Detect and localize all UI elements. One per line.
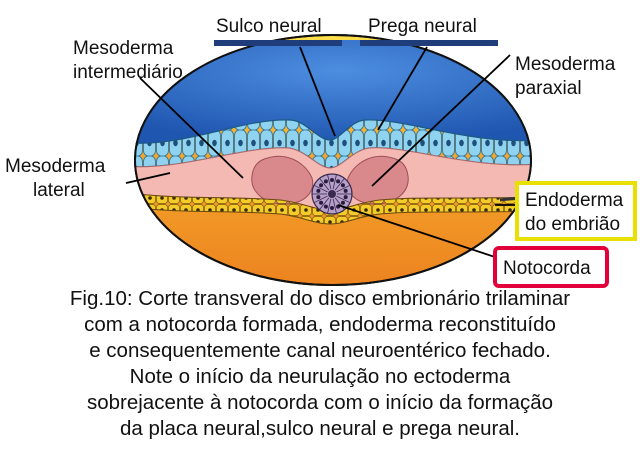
notochord-cell-wall [313, 195, 328, 204]
leader-lines [125, 46, 517, 263]
notochord-cell-wall [332, 174, 337, 190]
notochord-cell-nucleus [340, 200, 345, 205]
figure-caption: Fig.10: Corte transveral do disco embrio… [0, 286, 640, 442]
notochord-cell-nucleus [330, 178, 334, 182]
label-endoderma-1: Endoderma [525, 190, 624, 211]
label-endoderma-2: do embrião [525, 214, 620, 235]
notocorda-box [493, 246, 609, 288]
endoderm-layer [135, 191, 531, 225]
notochord-cell-wall [336, 195, 351, 204]
notochord-cell-nucleus [323, 204, 328, 209]
label-sulco-neural: Sulco neural [216, 16, 322, 37]
label-mesoderma-paraxial-2: paraxial [515, 78, 582, 99]
notochord-cell-wall [319, 178, 330, 191]
notochord-cell-nucleus [319, 183, 324, 188]
label-prega-neural: Prega neural [368, 16, 477, 37]
notochord-cell-wall [313, 184, 328, 193]
notochord-cell-nucleus [340, 183, 345, 188]
notochord-cell-nucleus [330, 206, 334, 210]
notochord-cell-nucleus [343, 188, 348, 193]
notochord-cell-nucleus [336, 179, 341, 184]
label-mesoderma-lateral-1: Mesoderma [5, 156, 106, 177]
caption-line-6: da placa neural,sulco neural e prega neu… [119, 417, 521, 440]
notochord-cell-wall [319, 197, 330, 210]
caption-line-5: sobrejacente à notocorda com o início da… [86, 391, 554, 414]
notochord-cell-wall [327, 174, 332, 190]
notochord-cell-wall [334, 178, 345, 191]
caption-line-3: e consequentemente canal neuroentérico f… [89, 339, 551, 362]
notochord-cell-nucleus [316, 195, 321, 200]
caption-line-1: Fig.10: Corte transveral do disco embrio… [69, 287, 571, 310]
notochord-core [328, 190, 336, 198]
label-mesoderma-paraxial-1: Mesoderma [515, 54, 616, 75]
notochord-cell-nucleus [343, 195, 348, 200]
caption-line-2: com a notocorda formada, endoderma recon… [84, 313, 556, 336]
notochord-cell-wall [327, 198, 332, 214]
notochord-cell-wall [332, 198, 337, 214]
caption-line-4: Note o início da neurulação no ectoderma [129, 365, 511, 388]
notochord [311, 173, 353, 215]
endoderma-box [515, 181, 637, 241]
label-mesoderma-intermediario-2: intermediário [73, 62, 183, 83]
label-notocorda: Notocorda [503, 258, 591, 279]
label-mesoderma-lateral-2: lateral [33, 180, 85, 201]
amniotic-cavity [135, 40, 531, 144]
notochord-cell-nucleus [319, 200, 324, 205]
sulco-neural-underline [214, 40, 342, 46]
notochord-cell-nucleus [323, 179, 328, 184]
prega-neural-underline [360, 40, 498, 46]
label-mesoderma-intermediario-1: Mesoderma [73, 38, 174, 59]
notochord-cell-wall [334, 197, 345, 210]
notochord-cell-nucleus [316, 188, 321, 193]
notochord-cell-wall [336, 184, 351, 193]
disc-oval [134, 34, 532, 286]
